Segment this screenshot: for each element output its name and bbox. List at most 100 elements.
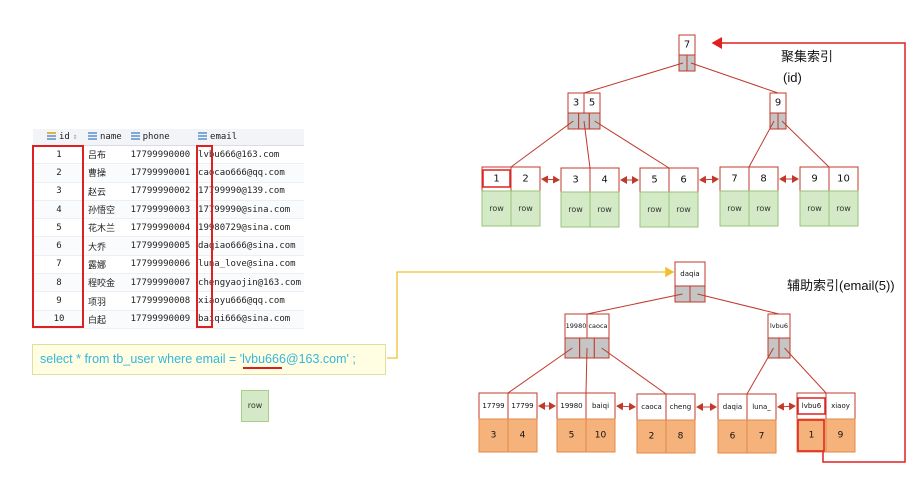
cell-name: 项羽 [85,291,128,311]
row-label: row [727,204,742,213]
tree-edge [583,120,591,169]
cell-name: 程咬金 [85,273,128,293]
pointer-cell [567,112,580,130]
id-label: 6 [730,432,736,442]
tree-edge [507,347,573,394]
leaf-link-arrow [699,175,719,184]
pointer-cell [588,112,601,130]
tree-edge [748,120,775,168]
cell-id: 6 [33,236,86,256]
key-label: 19980 [566,322,587,330]
row-label: row [568,205,583,214]
id-cell [556,418,587,453]
table-header-row: id⇕ name phone email [33,129,304,146]
sql-value-underline [243,367,282,369]
cell-name: 吕布 [85,145,128,165]
cell-phone: 17799990006 [127,255,196,275]
key-label: daqia [680,270,699,278]
cell-phone: 17799990000 [127,145,196,165]
key-label: xiaoy [831,402,850,410]
cell-email: baiqi666@sina.com [195,310,304,329]
key-label: 2 [522,174,528,185]
key-label: 10 [837,174,850,185]
tree-edge [781,120,830,168]
cell-name: 露娜 [85,255,128,275]
id-label: 3 [491,431,497,441]
cell-phone: 17799990007 [127,273,196,293]
row-label: row [676,205,691,214]
key-label: caoca [588,322,607,330]
row-cell [481,190,512,227]
cell-phone: 17799990009 [127,310,196,329]
cell-name: 赵云 [85,182,128,201]
id-label: 10 [595,431,607,441]
clustered-index-caption: 聚集索引 [781,49,834,64]
id-cell [507,418,538,453]
key-label: cheng [670,403,691,411]
cell-name: 孙悟空 [85,200,128,220]
cell-id: 3 [33,182,86,201]
id-cell [825,418,856,453]
column-header-id[interactable]: id⇕ [33,129,86,146]
key-label: 1 [493,174,499,185]
cell-email: 19980729@sina.com [195,218,304,238]
key-label: 5 [589,98,595,109]
key-label: 7 [684,40,690,51]
id-label: 4 [520,431,526,441]
highlight-key-lvbu6 [797,397,826,415]
id-cell [665,419,696,454]
id-label: 9 [838,431,844,441]
column-header-phone[interactable]: phone [127,129,196,146]
key-label: lvbu6 [770,322,788,330]
email-prefix-highlight [196,145,213,328]
key-label: 19980 [560,402,582,410]
key-cell [589,167,620,193]
cell-id: 1 [33,145,86,165]
column-header-name[interactable]: name [85,129,128,146]
cell-id: 2 [33,163,86,183]
key-cell [799,166,830,192]
cell-email: lvbu666@163.com [195,145,304,165]
lookup-back-arrow [711,37,906,463]
id-cell [796,418,827,453]
key-cell [510,166,541,192]
key-label: 9 [775,98,781,109]
secondary-root-node: daqia [674,261,706,303]
key-label: 3 [573,98,579,109]
column-icon [130,132,140,140]
row-cell [589,191,620,228]
id-label: 2 [649,432,655,442]
key-label: 5 [651,175,657,186]
tree-edge [586,293,683,315]
key-cell [507,392,538,420]
row-label: row [518,204,533,213]
id-label: 8 [678,432,684,442]
cell-phone: 17799990008 [127,291,196,311]
column-header-email[interactable]: email [195,129,304,146]
key-label: 17799 [482,402,504,410]
key-label: lvbu6 [802,402,822,410]
secondary-index-caption: 辅助索引(email(5)) [787,278,895,293]
sort-icon[interactable]: ⇕ [72,132,78,141]
column-icon [88,132,98,140]
id-label: 5 [569,431,575,441]
sql-query: select * from tb_user where email = 'lvb… [32,344,386,375]
tree-edge [690,62,779,94]
tree-edge [601,347,667,395]
cell-phone: 17799990002 [127,182,196,201]
key-label: 9 [811,174,817,185]
